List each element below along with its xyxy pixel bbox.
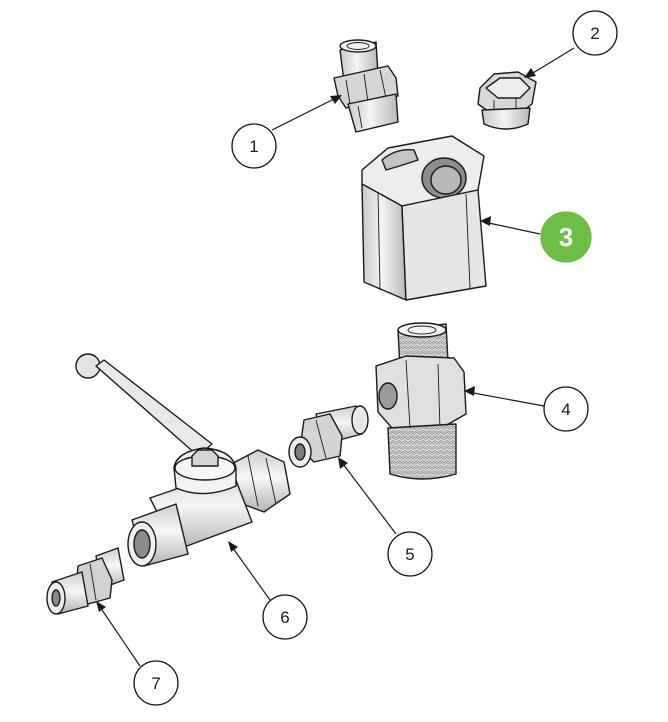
callout-5: 5 (387, 531, 433, 577)
part-3-body-block (361, 135, 487, 301)
callout-number: 7 (151, 674, 160, 693)
leader-6 (229, 543, 271, 601)
part-4-hex-adapter (375, 322, 467, 480)
part-1-hex-nipple (333, 39, 399, 133)
leader-lines (96, 47, 575, 667)
leader-1 (271, 95, 341, 131)
arrowhead-7 (96, 601, 106, 612)
leader-7 (97, 603, 141, 667)
callout-number: 3 (559, 222, 573, 252)
callout-2: 2 (572, 10, 618, 56)
leader-2 (527, 47, 575, 77)
callout-number: 6 (280, 608, 289, 627)
arrowhead-1 (330, 95, 342, 104)
part-2-plug (477, 71, 537, 130)
callout-number: 1 (249, 137, 258, 156)
leader-4 (467, 391, 545, 407)
arrowhead-4 (464, 386, 475, 396)
arrowhead-6 (228, 541, 238, 552)
leader-3 (483, 221, 541, 235)
callout-number: 4 (561, 400, 570, 419)
callout-3: 3 (540, 211, 592, 263)
callout-7: 7 (133, 660, 179, 706)
part-7-hex-nipple (46, 547, 125, 615)
leader-5 (339, 459, 397, 535)
callout-number: 2 (590, 24, 599, 43)
arrowhead-2 (524, 68, 536, 78)
callout-number: 5 (405, 545, 414, 564)
callout-1: 1 (231, 123, 277, 169)
callout-6: 6 (262, 594, 308, 640)
part-5-small-nipple (288, 405, 369, 468)
arrowhead-5 (338, 457, 348, 469)
callout-4: 4 (543, 386, 589, 432)
part-6-ball-valve (75, 353, 291, 567)
arrowhead-3 (480, 216, 491, 226)
